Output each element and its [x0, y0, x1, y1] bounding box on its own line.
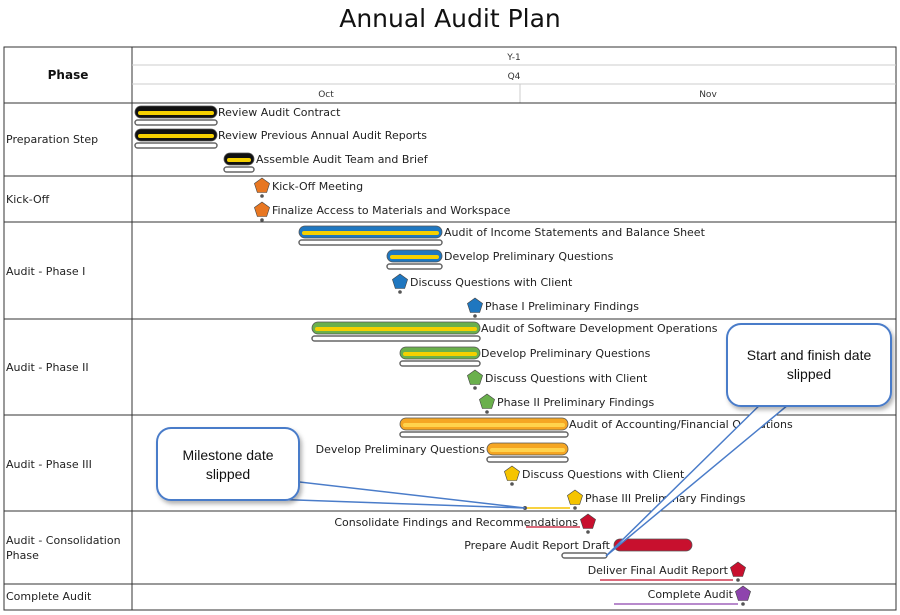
- phase-label: Audit - Phase III: [6, 458, 92, 471]
- task-label: Complete Audit: [648, 588, 734, 601]
- progress-stripe: [403, 352, 477, 356]
- task-bar: Review Audit Contract: [134, 105, 341, 126]
- milestone-marker: [254, 201, 270, 217]
- task-label: Discuss Questions with Client: [485, 372, 648, 385]
- month-oct-header: Oct: [318, 90, 334, 100]
- task-milestone: Phase I Preliminary Findings: [467, 297, 639, 318]
- baseline-bar: [223, 166, 255, 173]
- callout-text: Start and finish date: [747, 347, 872, 363]
- progress-stripe: [390, 255, 439, 259]
- task-bar: Develop Preliminary Questions: [386, 249, 614, 270]
- task-label: Finalize Access to Materials and Workspa…: [272, 204, 511, 217]
- task-label: Assemble Audit Team and Brief: [256, 153, 429, 166]
- milestone-marker: [730, 561, 746, 577]
- callout-milestone-slipped: Milestone date slipped: [156, 427, 526, 509]
- baseline-bar: [386, 263, 443, 270]
- task-label: Phase I Preliminary Findings: [485, 300, 639, 313]
- task-label: Develop Preliminary Questions: [481, 347, 651, 360]
- month-nov-header: Nov: [699, 90, 717, 100]
- milestone-marker: [392, 273, 408, 289]
- task-milestone: Deliver Final Audit Report: [588, 561, 746, 582]
- progress-stripe: [138, 134, 214, 138]
- milestone-marker: [479, 393, 495, 409]
- progress-stripe: [315, 327, 477, 331]
- milestone-marker: [735, 585, 751, 601]
- task-milestone: Discuss Questions with Client: [467, 369, 648, 390]
- task-bar: Develop Preliminary Questions: [399, 346, 651, 367]
- progress-stripe: [138, 111, 214, 115]
- baseline-bar: [134, 119, 218, 126]
- progress-stripe: [490, 448, 565, 452]
- quarter-header: Q4: [508, 72, 521, 82]
- task-label: Kick-Off Meeting: [272, 180, 363, 193]
- callout-text: Milestone date: [182, 447, 273, 463]
- phase-label: Kick-Off: [6, 193, 50, 206]
- milestone-marker: [580, 513, 596, 529]
- baseline-bar: [298, 239, 443, 246]
- chart-title: Annual Audit Plan: [339, 4, 561, 33]
- task-milestone: Discuss Questions with Client: [392, 273, 573, 294]
- year-header: Y-1: [506, 53, 520, 63]
- task-milestone: Phase III Preliminary Findings: [523, 489, 746, 510]
- task-label: Develop Preliminary Questions: [444, 250, 614, 263]
- task-label: Prepare Audit Report Draft: [464, 539, 610, 552]
- phase-label: Preparation Step: [6, 133, 98, 146]
- task-label: Audit of Income Statements and Balance S…: [444, 226, 706, 239]
- task-bar: Assemble Audit Team and Brief: [223, 152, 429, 173]
- task-label: Phase II Preliminary Findings: [497, 396, 654, 409]
- task-label: Review Audit Contract: [218, 106, 341, 119]
- progress-stripe: [302, 231, 439, 235]
- task-bar: Audit of Income Statements and Balance S…: [298, 225, 706, 246]
- task-label: Consolidate Findings and Recommendations: [334, 516, 578, 529]
- callout-dates-slipped: Start and finish date slipped: [605, 323, 892, 557]
- task-label: Audit of Software Development Operations: [481, 322, 718, 335]
- baseline-bar: [399, 360, 481, 367]
- milestone-marker: [254, 177, 270, 193]
- baseline-bar: [486, 456, 569, 463]
- task-milestone: Kick-Off Meeting: [254, 177, 363, 198]
- task-label: Discuss Questions with Client: [522, 468, 685, 481]
- table-frame: [3, 46, 897, 611]
- task-bar: Audit of Software Development Operations: [311, 321, 718, 342]
- task-label: Develop Preliminary Questions: [316, 443, 486, 456]
- task-label: Deliver Final Audit Report: [588, 564, 729, 577]
- task-label: Discuss Questions with Client: [410, 276, 573, 289]
- baseline-bar: [399, 431, 569, 438]
- callout-text: slipped: [787, 366, 831, 382]
- milestone-marker: [467, 369, 483, 385]
- baseline-bar: [134, 142, 218, 149]
- task-milestone: Phase II Preliminary Findings: [479, 393, 654, 414]
- milestone-marker: [504, 465, 520, 481]
- milestone-marker: [567, 489, 583, 505]
- task-milestone: Complete Audit: [614, 585, 751, 606]
- progress-bar: [613, 538, 693, 552]
- phase-label: Audit - Phase II: [6, 361, 89, 374]
- phase-label: Complete Audit: [6, 590, 92, 603]
- baseline-bar: [311, 335, 481, 342]
- task-milestone: Consolidate Findings and Recommendations: [334, 513, 596, 534]
- milestone-marker: [467, 297, 483, 313]
- progress-stripe: [227, 158, 251, 162]
- callout-text: slipped: [206, 466, 250, 482]
- task-bar: Develop Preliminary Questions: [316, 442, 569, 463]
- task-bar: Prepare Audit Report Draft: [464, 538, 693, 559]
- task-label: Review Previous Annual Audit Reports: [218, 129, 427, 142]
- phase-label: Audit - Phase I: [6, 265, 85, 278]
- task-bar: Review Previous Annual Audit Reports: [134, 128, 427, 149]
- task-milestone: Finalize Access to Materials and Workspa…: [254, 201, 511, 222]
- baseline-bar: [561, 552, 608, 559]
- phase-column-header: Phase: [48, 68, 89, 82]
- task-milestone: Discuss Questions with Client: [504, 465, 685, 486]
- progress-stripe: [403, 423, 565, 427]
